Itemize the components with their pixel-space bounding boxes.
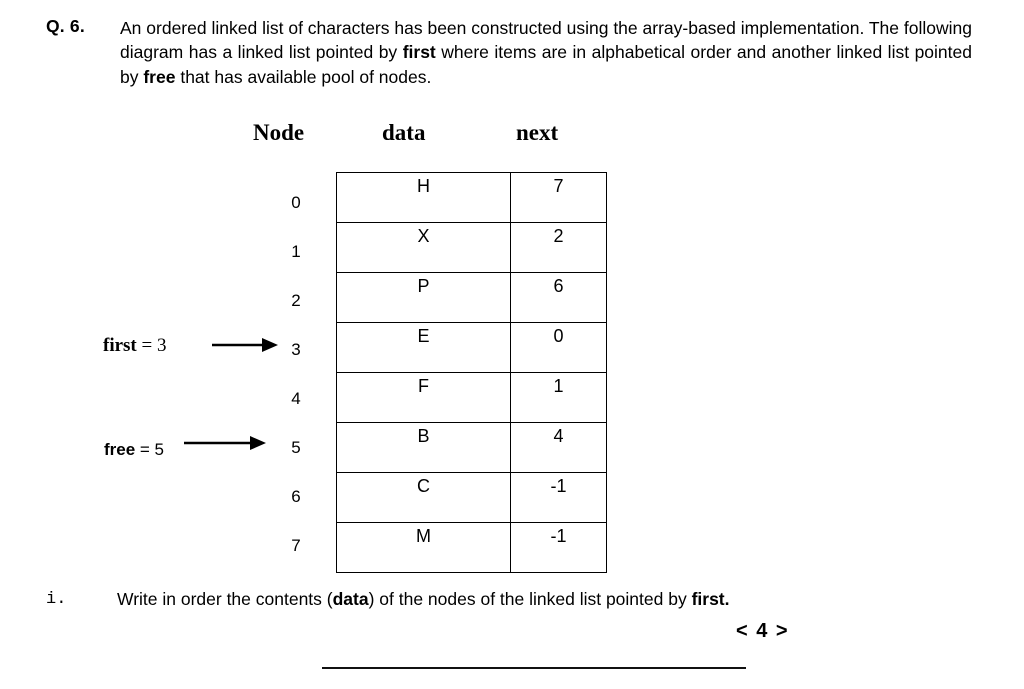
node-data-value: C xyxy=(417,476,430,496)
node-data-value: M xyxy=(416,526,431,546)
node-data-value: P xyxy=(417,276,430,296)
question-body-text: An ordered linked list of characters has… xyxy=(120,16,972,89)
node-next-cell: 6 xyxy=(510,272,607,323)
body-text: where items are in alphabetical order an… xyxy=(120,42,972,87)
node-next-cell: 2 xyxy=(510,222,607,273)
column-header-node: Node xyxy=(253,120,305,145)
body-text: that has available pool of nodes. xyxy=(175,66,432,87)
subquestion-marker: i. xyxy=(46,590,67,609)
pointer-label-free: free = 5 xyxy=(104,441,164,458)
node-index-label: 7 xyxy=(291,536,301,555)
question-block: Q. 6. An ordered linked list of characte… xyxy=(46,16,972,89)
node-data-value: X xyxy=(417,226,430,246)
pointer-name-free: free xyxy=(104,440,136,459)
node-next-cell: 1 xyxy=(510,372,607,423)
question-number: Q. 6. xyxy=(46,16,85,36)
table-row: M -1 xyxy=(336,522,607,573)
node-data-cell: H xyxy=(336,172,511,223)
node-next-value: 6 xyxy=(553,276,564,296)
pointer-value-first: = 3 xyxy=(136,335,167,356)
column-header-data: data xyxy=(382,120,426,145)
node-data-cell: M xyxy=(336,522,511,573)
node-data-value: B xyxy=(417,426,430,446)
node-next-value: 0 xyxy=(553,326,564,346)
emphasis-text: first. xyxy=(691,589,730,609)
node-next-value: -1 xyxy=(550,526,567,546)
marks-badge: < 4 > xyxy=(736,620,790,642)
node-index-label: 3 xyxy=(291,340,301,359)
node-next-value: 2 xyxy=(553,226,564,246)
column-header-next: next xyxy=(516,120,559,145)
node-data-cell: B xyxy=(336,422,511,473)
node-data-cell: X xyxy=(336,222,511,273)
node-next-cell: 0 xyxy=(510,322,607,373)
node-index-label: 0 xyxy=(291,193,301,212)
body-text: An ordered linked list of characters has… xyxy=(120,18,972,63)
node-data-value: F xyxy=(418,376,429,396)
node-index-label: 4 xyxy=(291,389,301,408)
pointer-value-free: = 5 xyxy=(135,440,165,459)
node-next-value: -1 xyxy=(550,476,567,496)
node-next-value: 7 xyxy=(553,176,564,196)
node-index-label: 2 xyxy=(291,291,301,310)
emphasis-text: first xyxy=(402,42,436,63)
node-next-cell: 4 xyxy=(510,422,607,473)
node-index-label: 6 xyxy=(291,487,301,506)
node-next-cell: -1 xyxy=(510,472,607,523)
answer-rule-line xyxy=(322,667,746,669)
node-data-value: E xyxy=(417,326,430,346)
emphasis-text: data xyxy=(332,589,369,609)
node-next-value: 4 xyxy=(553,426,564,446)
arrow-right-icon-first xyxy=(212,338,278,352)
node-data-cell: P xyxy=(336,272,511,323)
node-data-value: H xyxy=(417,176,430,196)
pointer-label-first: first = 3 xyxy=(103,336,166,355)
emphasis-text: free xyxy=(143,66,176,87)
node-next-cell: 7 xyxy=(510,172,607,223)
node-data-cell: F xyxy=(336,372,511,423)
node-next-value: 1 xyxy=(553,376,564,396)
subquestion-text: Write in order the contents (data) of th… xyxy=(117,589,730,609)
node-next-cell: -1 xyxy=(510,522,607,573)
node-index-label: 5 xyxy=(291,438,301,457)
table-row: C -1 xyxy=(336,472,607,523)
node-data-cell: C xyxy=(336,472,511,523)
body-text: Write in order the contents ( xyxy=(117,589,333,609)
node-data-cell: E xyxy=(336,322,511,373)
arrow-right-icon-free xyxy=(184,436,266,450)
pointer-name-first: first xyxy=(103,335,137,356)
node-index-label: 1 xyxy=(291,242,301,261)
body-text: ) of the nodes of the linked list pointe… xyxy=(368,589,692,609)
